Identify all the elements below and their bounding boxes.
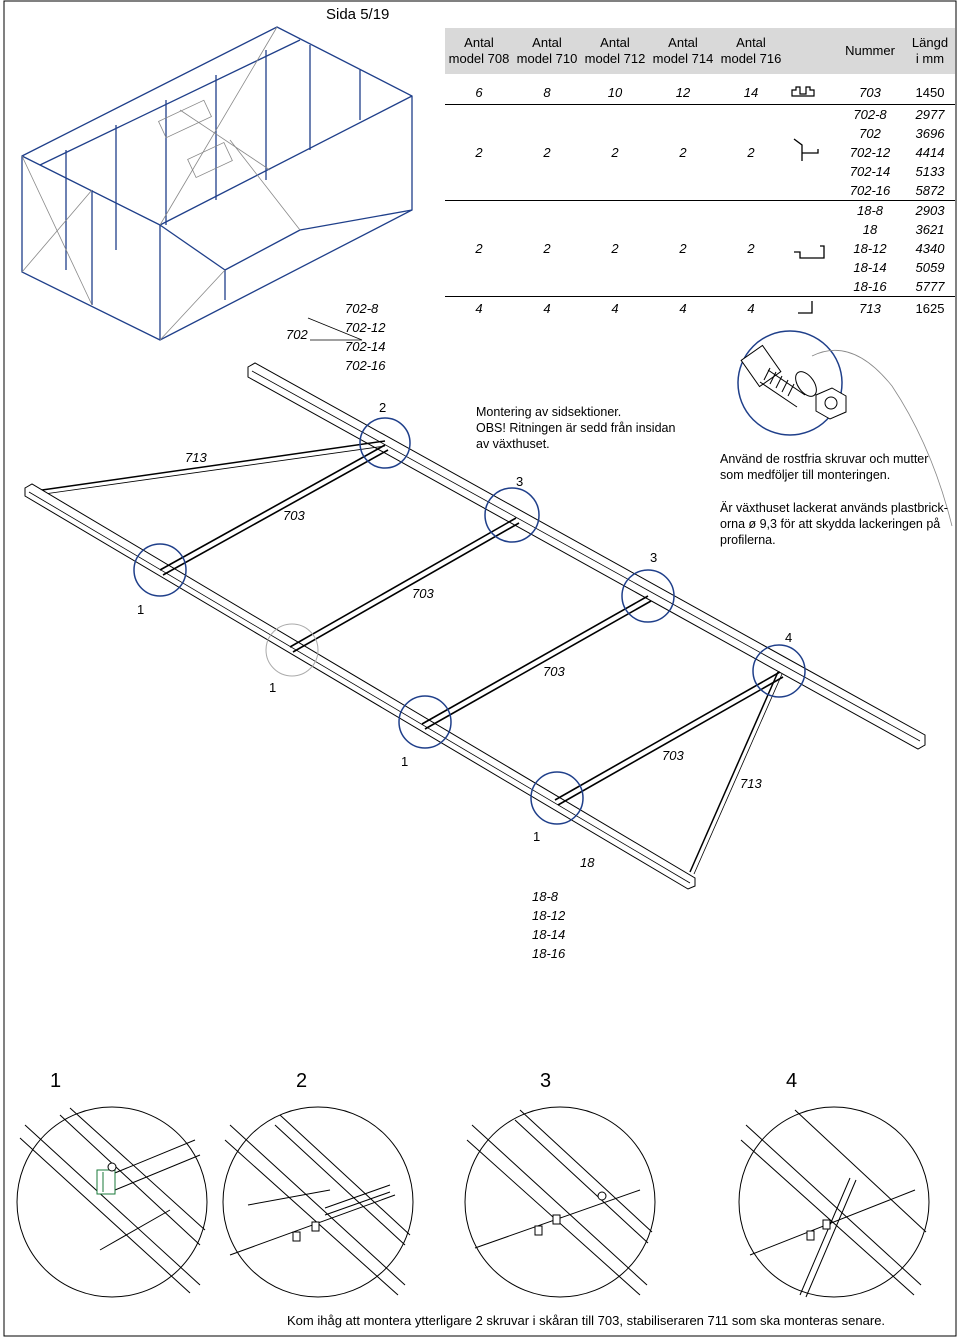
note-mounting: Montering av sidsektioner.OBS! Ritningen… [476, 405, 676, 451]
header-length: Längd i mm [905, 28, 955, 74]
detail-number-2: 2 [296, 1070, 308, 1092]
table-header-row: Antal model 708 Antal model 710 Antal mo… [445, 28, 955, 74]
greenhouse-illustration [21, 26, 413, 341]
header-profile-icon [785, 28, 835, 74]
footer-note: Kom ihåg att montera ytterligare 2 skruv… [287, 1313, 886, 1328]
label-703b: 703 [412, 586, 434, 601]
profile-702-icon [785, 103, 835, 200]
label-713-left: 713 [185, 450, 207, 465]
bolt-illustration [737, 330, 953, 527]
label-713-right: 713 [740, 776, 762, 791]
callout-1c: 1 [401, 754, 409, 769]
profile-18-icon [785, 199, 835, 296]
profile-703-icon [785, 82, 835, 104]
note-lacquer: Är växthuset lackerat används plastbrick… [720, 501, 948, 547]
header-model-708: Antal model 708 [445, 28, 513, 74]
detail-number-1: 1 [50, 1070, 62, 1092]
header-model-716: Antal model 716 [717, 28, 785, 74]
header-model-714: Antal model 714 [649, 28, 717, 74]
parts-table: Antal model 708 Antal model 710 Antal mo… [445, 28, 955, 320]
label-18: 18 [580, 855, 595, 870]
detail-circles [16, 1106, 930, 1298]
label-702: 702 [286, 327, 308, 342]
callout-3b: 3 [650, 550, 658, 565]
label-703d: 703 [662, 748, 684, 763]
assembly-frame [24, 362, 926, 890]
label-703a: 703 [283, 508, 305, 523]
page-label: Sida 5/19 [326, 6, 390, 23]
detail-number-4: 4 [786, 1070, 798, 1092]
callout-2: 2 [379, 400, 387, 415]
page-frame [3, 0, 957, 1337]
detail-3 [464, 1106, 656, 1298]
header-model-712: Antal model 712 [581, 28, 649, 74]
detail-1 [16, 1106, 208, 1298]
callout-3a: 3 [516, 474, 524, 489]
table-row: 6 8 10 12 14 703 1450 [445, 82, 955, 104]
detail-2 [222, 1106, 414, 1298]
detail-number-3: 3 [540, 1070, 552, 1092]
table-row: 4 4 4 4 4 713 1625 [445, 295, 955, 320]
detail-4 [738, 1106, 930, 1298]
label-703c: 703 [543, 664, 565, 679]
callout-1a: 1 [137, 602, 145, 617]
profile-713-icon [785, 295, 835, 320]
callout-1d: 1 [533, 829, 541, 844]
callout-1b: 1 [269, 680, 277, 695]
callout-4: 4 [785, 630, 793, 645]
header-number: Nummer [835, 28, 905, 74]
header-model-710: Antal model 710 [513, 28, 581, 74]
